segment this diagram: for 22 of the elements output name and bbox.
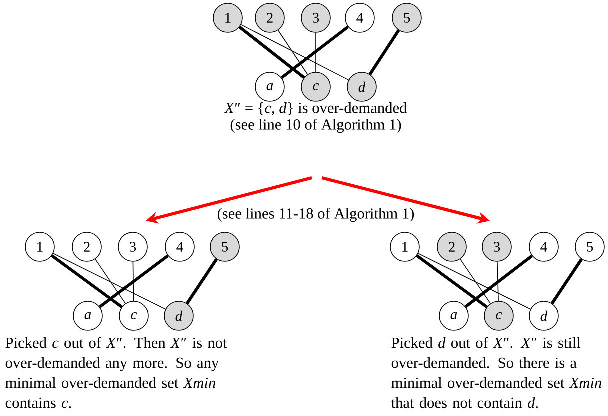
caption: X″ = {c, d} is over-demanded — [224, 102, 408, 116]
edge-line — [464, 254, 534, 308]
edge-line — [278, 30, 308, 75]
edge-line — [186, 258, 218, 304]
edge-line — [51, 254, 123, 308]
edge-line — [368, 30, 400, 76]
caption: Picked d out of X″. X″ is still over-demanded. So there is a minimal over-demanded set Xmin that does not contain d. — [391, 337, 602, 408]
edge-line — [497, 261, 499, 302]
edge-line — [52, 253, 166, 310]
caption: Picked c out of X″. Then X″ is not over-demanded any more. So any minimal over-demanded set Xmin contains c. — [6, 337, 228, 408]
edge-line — [416, 254, 488, 308]
edge-line — [550, 258, 583, 304]
caption: (see line 10 of Algorithm 1) — [230, 118, 402, 134]
edge-line — [132, 262, 134, 302]
note: (see lines 11-18 of Algorithm 1) — [216, 206, 416, 224]
edge-line — [460, 258, 492, 304]
edge-line — [238, 26, 306, 79]
edge-line — [240, 24, 350, 81]
edge-line — [95, 258, 126, 304]
edge-line — [418, 253, 532, 310]
edge-line — [99, 254, 169, 308]
edge-line — [280, 26, 350, 80]
